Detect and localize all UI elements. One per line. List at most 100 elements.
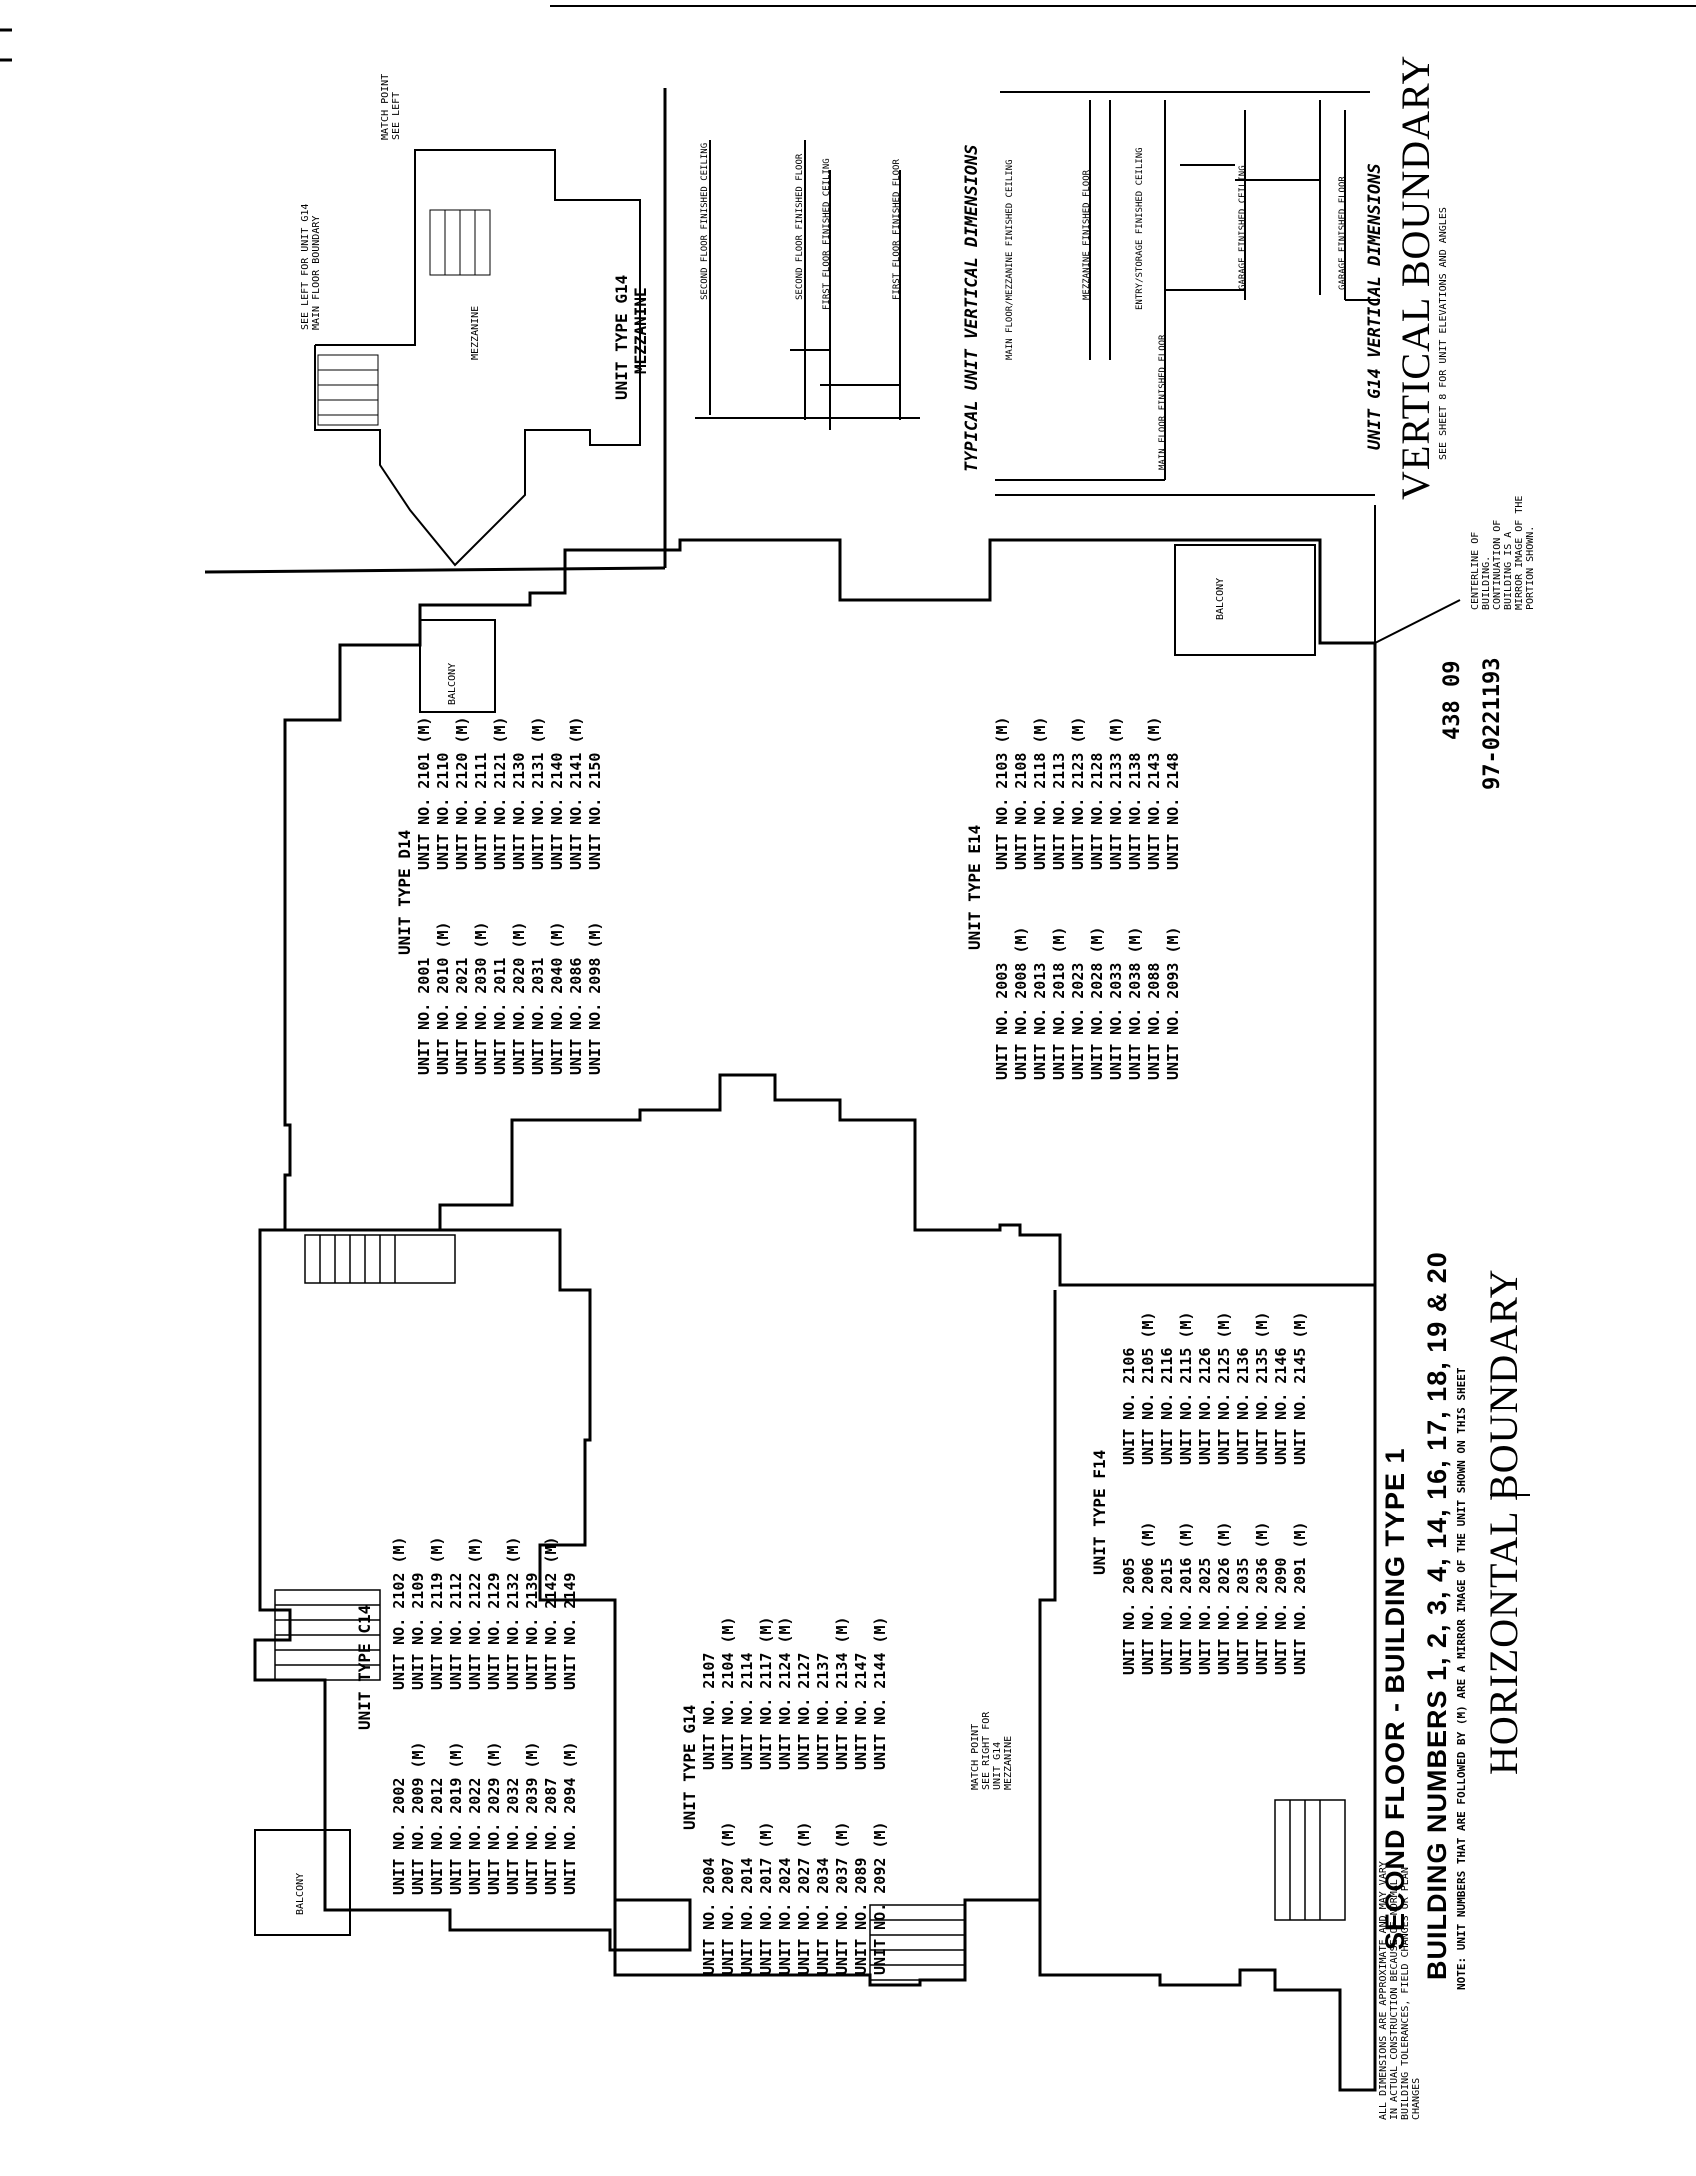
unit-number-d14: UNIT NO. 2021 — [453, 957, 471, 1075]
unit-number-g14: UNIT NO. 2137 — [814, 1652, 832, 1770]
unit-number-e14: UNIT NO. 2128 — [1088, 752, 1106, 870]
unit-number-d14: UNIT NO. 2086 — [567, 957, 585, 1075]
mezzanine-stairs — [317, 209, 491, 426]
unit-number-g14: UNIT NO. 2134 (M) — [833, 1616, 851, 1770]
unit-number-f14: UNIT NO. 2125 (M) — [1215, 1311, 1233, 1465]
unit-number-e14: UNIT NO. 2093 (M) — [1164, 926, 1182, 1080]
unit-number-e14: UNIT NO. 2023 — [1069, 962, 1087, 1080]
unit-list-e14-col2: UNIT NO. 2103 (M)UNIT NO. 2108 UNIT NO. 2… — [993, 716, 1183, 870]
unit-number-f14: UNIT NO. 2015 — [1158, 1557, 1176, 1675]
unit-number-c14: UNIT NO. 2102 (M) — [390, 1536, 408, 1690]
unit-number-f14: UNIT NO. 2115 (M) — [1177, 1311, 1195, 1465]
mezzanine-title-line2: MEZZANINE — [631, 287, 650, 374]
unit-number-d14: UNIT NO. 2110 — [434, 752, 452, 870]
unit-number-f14: UNIT NO. 2026 (M) — [1215, 1521, 1233, 1675]
balcony-e14 — [1174, 544, 1316, 656]
mezzanine-title-line1: UNIT TYPE G14 — [612, 274, 631, 400]
stair-block-f14 — [1274, 1799, 1346, 1921]
unit-number-f14: UNIT NO. 2006 (M) — [1139, 1521, 1157, 1675]
unit-number-f14: UNIT NO. 2091 (M) — [1291, 1521, 1309, 1675]
unit-number-g14: UNIT NO. 2144 (M) — [871, 1616, 889, 1770]
unit-number-d14: UNIT NO. 2130 — [510, 752, 528, 870]
unit-number-d14: UNIT NO. 2031 — [529, 957, 547, 1075]
unit-number-f14: UNIT NO. 2105 (M) — [1139, 1311, 1157, 1465]
unit-number-f14: UNIT NO. 2145 (M) — [1291, 1311, 1309, 1465]
unit-number-f14: UNIT NO. 2126 — [1196, 1347, 1214, 1465]
unit-number-e14: UNIT NO. 2103 (M) — [993, 716, 1011, 870]
building-outline — [283, 538, 1377, 1287]
mezzanine-match-point: MATCH POINT SEE LEFT — [380, 73, 402, 140]
g14-label-3: ENTRY/STORAGE FINISHED CEILING — [1135, 147, 1145, 310]
unit-number-f14: UNIT NO. 2016 (M) — [1177, 1521, 1195, 1675]
unit-number-c14: UNIT NO. 2129 — [485, 1572, 503, 1690]
horizontal-boundary-title: HORIZONTAL BOUNDARY — [1481, 1268, 1526, 1775]
unit-number-e14: UNIT NO. 2088 — [1145, 962, 1163, 1080]
unit-number-e14: UNIT NO. 2123 (M) — [1069, 716, 1087, 870]
unit-number-c14: UNIT NO. 2039 (M) — [523, 1741, 541, 1895]
g14-label-6: MAIN FLOOR FINISHED FLOOR — [1158, 334, 1168, 470]
unit-number-g14: UNIT NO. 2147 — [852, 1652, 870, 1770]
typical-label-4: FIRST FLOOR FINISHED FLOOR — [892, 159, 902, 300]
unit-type-c14: UNIT TYPE C14 — [355, 1604, 374, 1730]
unit-number-f14: UNIT NO. 2106 — [1120, 1347, 1138, 1465]
unit-number-d14: UNIT NO. 2140 — [548, 752, 566, 870]
unit-number-c14: UNIT NO. 2142 (M) — [542, 1536, 560, 1690]
unit-number-f14: UNIT NO. 2090 — [1272, 1557, 1290, 1675]
unit-number-e14: UNIT NO. 2008 (M) — [1012, 926, 1030, 1080]
unit-number-f14: UNIT NO. 2146 — [1272, 1347, 1290, 1465]
centerline-note: CENTERLINE OF BUILDING. CONTINUATION OF … — [1470, 495, 1536, 610]
unit-number-d14: UNIT NO. 2011 — [491, 957, 509, 1075]
unit-number-d14: UNIT NO. 2010 (M) — [434, 921, 452, 1075]
mezzanine-divider-bottom — [204, 566, 666, 574]
unit-number-d14: UNIT NO. 2040 (M) — [548, 921, 566, 1075]
typical-label-3: FIRST FLOOR FINISHED CEILING — [822, 158, 832, 310]
unit-number-g14: UNIT NO. 2092 (M) — [871, 1821, 889, 1975]
balcony-c14 — [254, 1829, 351, 1936]
unit-number-e14: UNIT NO. 2013 — [1031, 962, 1049, 1080]
unit-number-c14: UNIT NO. 2139 — [523, 1572, 541, 1690]
g14-vertical-title: UNIT G14 VERTICAL DIMENSIONS — [1365, 163, 1385, 450]
unit-number-g14: UNIT NO. 2014 — [738, 1857, 756, 1975]
unit-number-e14: UNIT NO. 2038 (M) — [1126, 926, 1144, 1080]
unit-number-c14: UNIT NO. 2032 — [504, 1777, 522, 1895]
mezzanine-label: MEZZANINE — [470, 305, 481, 360]
unit-number-g14: UNIT NO. 2007 (M) — [719, 1821, 737, 1975]
unit-number-c14: UNIT NO. 2149 — [561, 1572, 579, 1690]
balcony-label-d14: BALCONY — [447, 662, 458, 705]
balcony-label-e14: BALCONY — [1215, 577, 1226, 620]
unit-number-c14: UNIT NO. 2012 — [428, 1777, 446, 1895]
unit-number-c14: UNIT NO. 2029 (M) — [485, 1741, 503, 1895]
g14-label-5: GARAGE FINISHED FLOOR — [1338, 176, 1348, 290]
unit-number-d14: UNIT NO. 2150 — [586, 752, 604, 870]
unit-number-f14: UNIT NO. 2116 — [1158, 1347, 1176, 1465]
unit-number-c14: UNIT NO. 2122 (M) — [466, 1536, 484, 1690]
unit-number-g14: UNIT NO. 2114 — [738, 1652, 756, 1770]
unit-type-d14: UNIT TYPE D14 — [395, 829, 414, 955]
unit-number-e14: UNIT NO. 2138 — [1126, 752, 1144, 870]
unit-number-d14: UNIT NO. 2121 (M) — [491, 716, 509, 870]
unit-number-g14: UNIT NO. 2104 (M) — [719, 1616, 737, 1770]
unit-number-e14: UNIT NO. 2108 — [1012, 752, 1030, 870]
stair-block-g14 — [869, 1904, 966, 1981]
unit-number-g14: UNIT NO. 2037 (M) — [833, 1821, 851, 1975]
unit-number-d14: UNIT NO. 2101 (M) — [415, 716, 433, 870]
unit-number-g14: UNIT NO. 2107 — [700, 1652, 718, 1770]
unit-list-d14-col2: UNIT NO. 2101 (M)UNIT NO. 2110 UNIT NO. 2… — [415, 716, 605, 870]
building-numbers: BUILDING NUMBERS 1, 2, 3, 4, 14, 16, 17,… — [1422, 1251, 1452, 1980]
vertical-boundary-title: VERTICAL BOUNDARY — [1393, 54, 1438, 500]
g14-vertical-lines — [995, 91, 1380, 496]
unit-number-f14: UNIT NO. 2025 — [1196, 1557, 1214, 1675]
dimension-disclaimer: ALL DIMENSIONS ARE APPROXIMATE AND MAY V… — [1378, 1861, 1422, 2120]
unit-number-f14: UNIT NO. 2035 — [1234, 1557, 1252, 1675]
mezzanine-title: UNIT TYPE G14 MEZZANINE — [612, 275, 650, 400]
unit-number-c14: UNIT NO. 2112 — [447, 1572, 465, 1690]
unit-number-f14: UNIT NO. 2136 — [1234, 1347, 1252, 1465]
unit-number-e14: UNIT NO. 2133 (M) — [1107, 716, 1125, 870]
unit-number-g14: UNIT NO. 2127 — [795, 1652, 813, 1770]
g14-label-2: MEZZANINE FINISHED FLOOR — [1082, 169, 1092, 300]
